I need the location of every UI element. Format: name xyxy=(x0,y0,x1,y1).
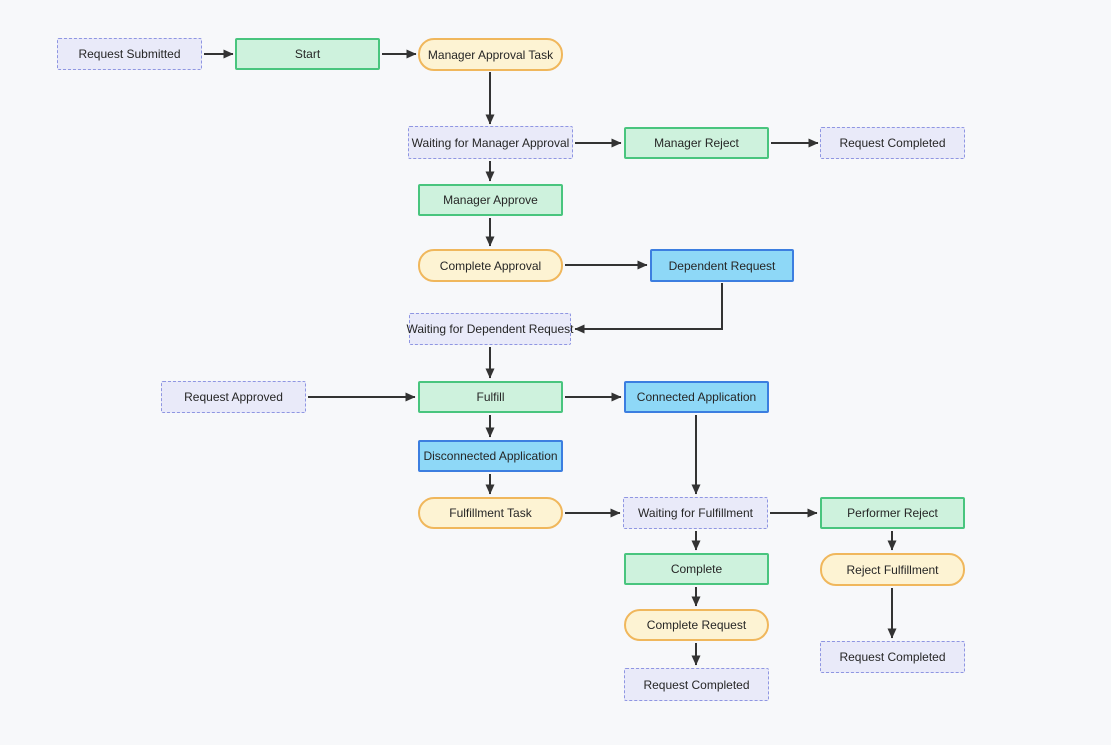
node-request-completed-middle: Request Completed xyxy=(624,668,769,701)
node-fulfill: Fulfill xyxy=(418,381,563,413)
node-performer-reject: Performer Reject xyxy=(820,497,965,529)
node-complete: Complete xyxy=(624,553,769,585)
node-disconnected-application: Disconnected Application xyxy=(418,440,563,472)
node-manager-approve: Manager Approve xyxy=(418,184,563,216)
node-dependent-request: Dependent Request xyxy=(650,249,794,282)
node-connected-application: Connected Application xyxy=(624,381,769,413)
connector-dependent-request-waiting-dependent xyxy=(574,283,723,334)
node-waiting-for-dependent-request: Waiting for Dependent Request xyxy=(407,313,574,345)
node-manager-reject: Manager Reject xyxy=(624,127,769,159)
node-waiting-for-manager-approval: Waiting for Manager Approval xyxy=(408,126,573,159)
node-request-completed-top: Request Completed xyxy=(820,127,965,159)
node-complete-approval: Complete Approval xyxy=(418,249,563,282)
node-request-submitted: Request Submitted xyxy=(57,38,202,70)
node-reject-fulfillment: Reject Fulfillment xyxy=(820,553,965,586)
node-complete-request: Complete Request xyxy=(624,609,769,641)
node-request-approved: Request Approved xyxy=(161,381,306,413)
node-request-completed-right: Request Completed xyxy=(820,641,965,673)
node-fulfillment-task: Fulfillment Task xyxy=(418,497,563,529)
node-waiting-for-fulfillment: Waiting for Fulfillment xyxy=(623,497,768,529)
node-start: Start xyxy=(235,38,380,70)
node-manager-approval-task: Manager Approval Task xyxy=(418,38,563,71)
